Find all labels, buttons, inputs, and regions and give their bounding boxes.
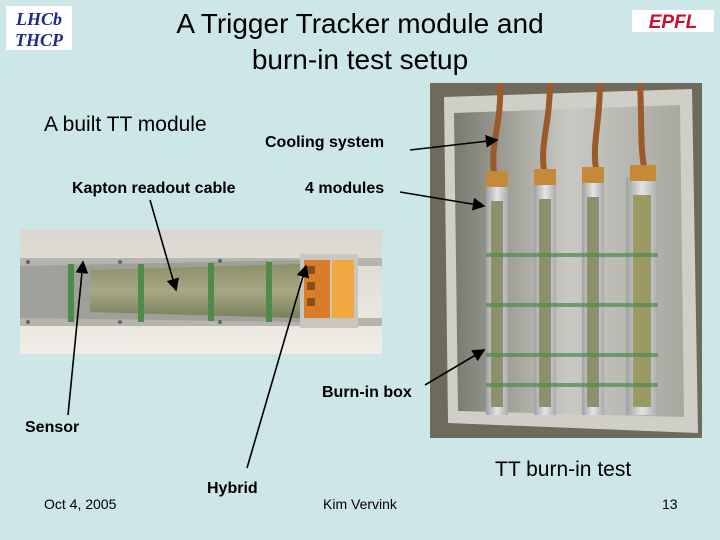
built-module-label: A built TT module bbox=[44, 113, 207, 136]
lhcb-logo-text: LHCb bbox=[15, 9, 62, 29]
title-line-2: burn-in test setup bbox=[251, 44, 469, 75]
epfl-logo: EPFL bbox=[632, 10, 714, 32]
module-panel-4 bbox=[626, 177, 658, 415]
footer-author: Kim Vervink bbox=[323, 496, 397, 512]
title-line-1: A Trigger Tracker module and bbox=[176, 8, 544, 39]
burnin-box-photo bbox=[430, 83, 702, 438]
hybrid-label: Hybrid bbox=[207, 480, 258, 497]
module-panel-2 bbox=[534, 181, 556, 415]
sensor-label: Sensor bbox=[25, 419, 80, 436]
kapton-cable-label: Kapton readout cable bbox=[72, 180, 236, 197]
tt-module-photo bbox=[20, 230, 382, 354]
page-number: 13 bbox=[662, 496, 678, 512]
module-panel-3 bbox=[582, 179, 604, 415]
lhcb-logo: LHCb THCP bbox=[6, 6, 72, 50]
lhcb-logo-mirror-text: THCP bbox=[15, 30, 64, 50]
slide-title: A Trigger Tracker module and burn-in tes… bbox=[100, 6, 620, 78]
burnin-box-label: Burn-in box bbox=[322, 384, 412, 401]
burnin-test-caption: TT burn-in test bbox=[495, 458, 632, 481]
cooling-system-label: Cooling system bbox=[265, 134, 385, 151]
four-modules-label: 4 modules bbox=[305, 180, 385, 197]
module-panel-1 bbox=[486, 183, 508, 415]
epfl-logo-text: EPFL bbox=[649, 12, 698, 32]
footer-date: Oct 4, 2005 bbox=[44, 496, 117, 512]
